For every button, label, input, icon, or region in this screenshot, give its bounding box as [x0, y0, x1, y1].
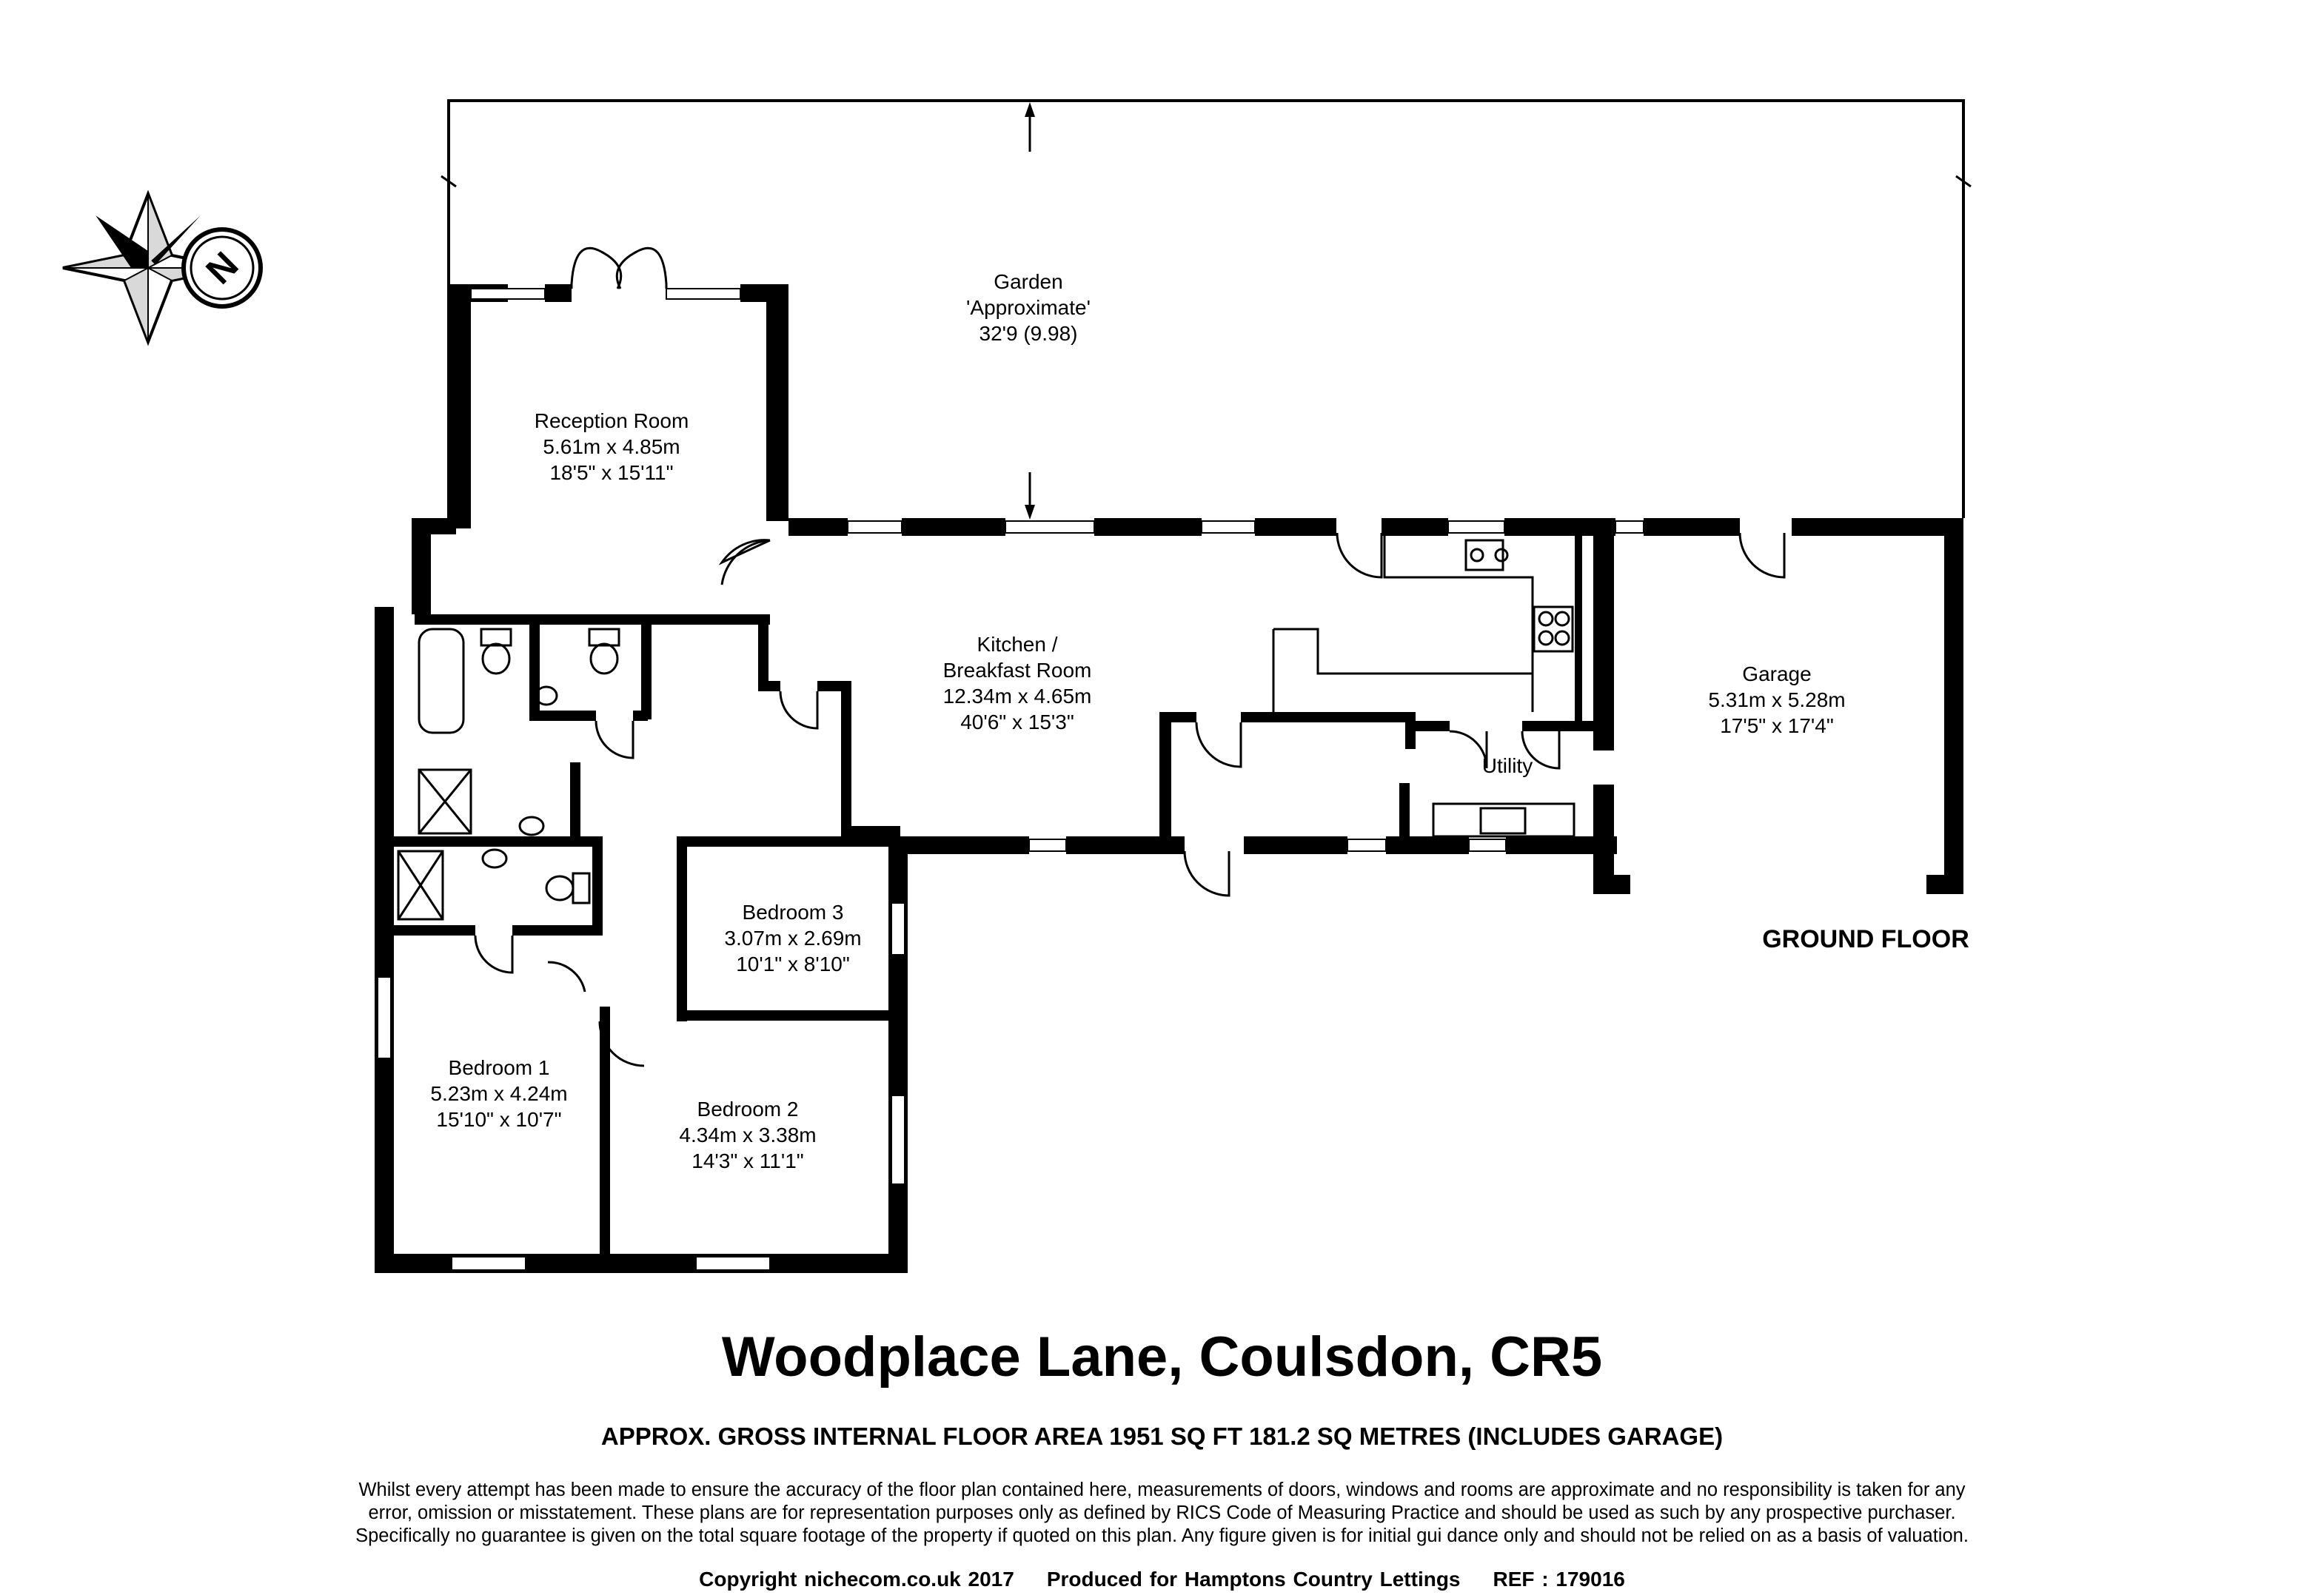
room-bedroom2: Bedroom 2 4.34m x 3.38m 14'3" x 11'1" [679, 1098, 816, 1172]
produced-for-text: Produced for Hamptons Country Lettings [1046, 1568, 1461, 1591]
room-garage-metric: 5.31m x 5.28m [1708, 688, 1845, 711]
floor-label: GROUND FLOOR [1762, 925, 1969, 953]
bathroom-fixtures [397, 628, 620, 921]
room-garden: Garden 'Approximate' 32'9 (9.98) [966, 270, 1091, 345]
walls [375, 284, 1963, 1273]
room-bedroom3: Bedroom 3 3.07m x 2.69m 10'1" x 8'10" [724, 901, 861, 976]
copyright-text: Copyright nichecom.co.uk 2017 [699, 1568, 1014, 1591]
disclaimer-line: Specifically no guarantee is given on th… [355, 1525, 1969, 1546]
disclaimer-line: error, omission or misstatement. These p… [368, 1502, 1956, 1523]
room-bedroom3-metric: 3.07m x 2.69m [724, 927, 861, 950]
room-garden-name: Garden [994, 270, 1062, 293]
property-title: Woodplace Lane, Coulsdon, CR5 [721, 1326, 1603, 1389]
room-garage: Garage 5.31m x 5.28m 17'5" x 17'4" [1708, 662, 1845, 737]
room-garage-name: Garage [1742, 662, 1811, 685]
room-bedroom3-imperial: 10'1" x 8'10" [736, 953, 850, 976]
disclaimer: Whilst every attempt has been made to en… [0, 1479, 2324, 1548]
room-bedroom2-imperial: 14'3" x 11'1" [691, 1149, 803, 1172]
room-reception-metric: 5.61m x 4.85m [543, 435, 680, 458]
room-kitchen-name-1: Kitchen / [977, 633, 1058, 656]
room-kitchen-imperial: 40'6" x 15'3" [960, 711, 1074, 733]
windows [377, 288, 1644, 1271]
room-kitchen-metric: 12.34m x 4.65m [943, 685, 1092, 708]
room-bedroom1: Bedroom 1 5.23m x 4.24m 15'10" x 10'7" [430, 1056, 567, 1131]
room-utility-name: Utility [1482, 754, 1533, 777]
kitchen-counter [1272, 536, 1575, 838]
room-garden-size: 32'9 (9.98) [980, 322, 1078, 345]
room-bedroom1-imperial: 15'10" x 10'7" [436, 1108, 561, 1131]
disclaimer-line: Whilst every attempt has been made to en… [358, 1480, 1966, 1500]
doors [474, 246, 1786, 1067]
room-bedroom2-metric: 4.34m x 3.38m [679, 1124, 816, 1146]
footer: Copyright nichecom.co.uk 2017 Produced fo… [0, 1568, 2324, 1591]
room-bedroom1-metric: 5.23m x 4.24m [430, 1082, 567, 1105]
room-garden-note: 'Approximate' [966, 296, 1091, 319]
room-reception: Reception Room 5.61m x 4.85m 18'5" x 15'… [535, 409, 689, 484]
room-kitchen: Kitchen / Breakfast Room 12.34m x 4.65m … [943, 633, 1092, 733]
compass-icon: N [62, 189, 263, 346]
room-utility: Utility [1482, 754, 1533, 777]
room-garage-imperial: 17'5" x 17'4" [1720, 714, 1834, 737]
room-reception-imperial: 18'5" x 15'11" [549, 461, 673, 484]
room-bedroom3-name: Bedroom 3 [743, 901, 844, 924]
room-kitchen-name-2: Breakfast Room [943, 659, 1092, 682]
room-bedroom2-name: Bedroom 2 [697, 1098, 799, 1121]
room-reception-name: Reception Room [535, 409, 689, 432]
floor-area-summary: APPROX. GROSS INTERNAL FLOOR AREA 1951 S… [600, 1423, 1724, 1450]
room-bedroom1-name: Bedroom 1 [449, 1056, 550, 1079]
reference-text: REF : 179016 [1493, 1568, 1625, 1591]
